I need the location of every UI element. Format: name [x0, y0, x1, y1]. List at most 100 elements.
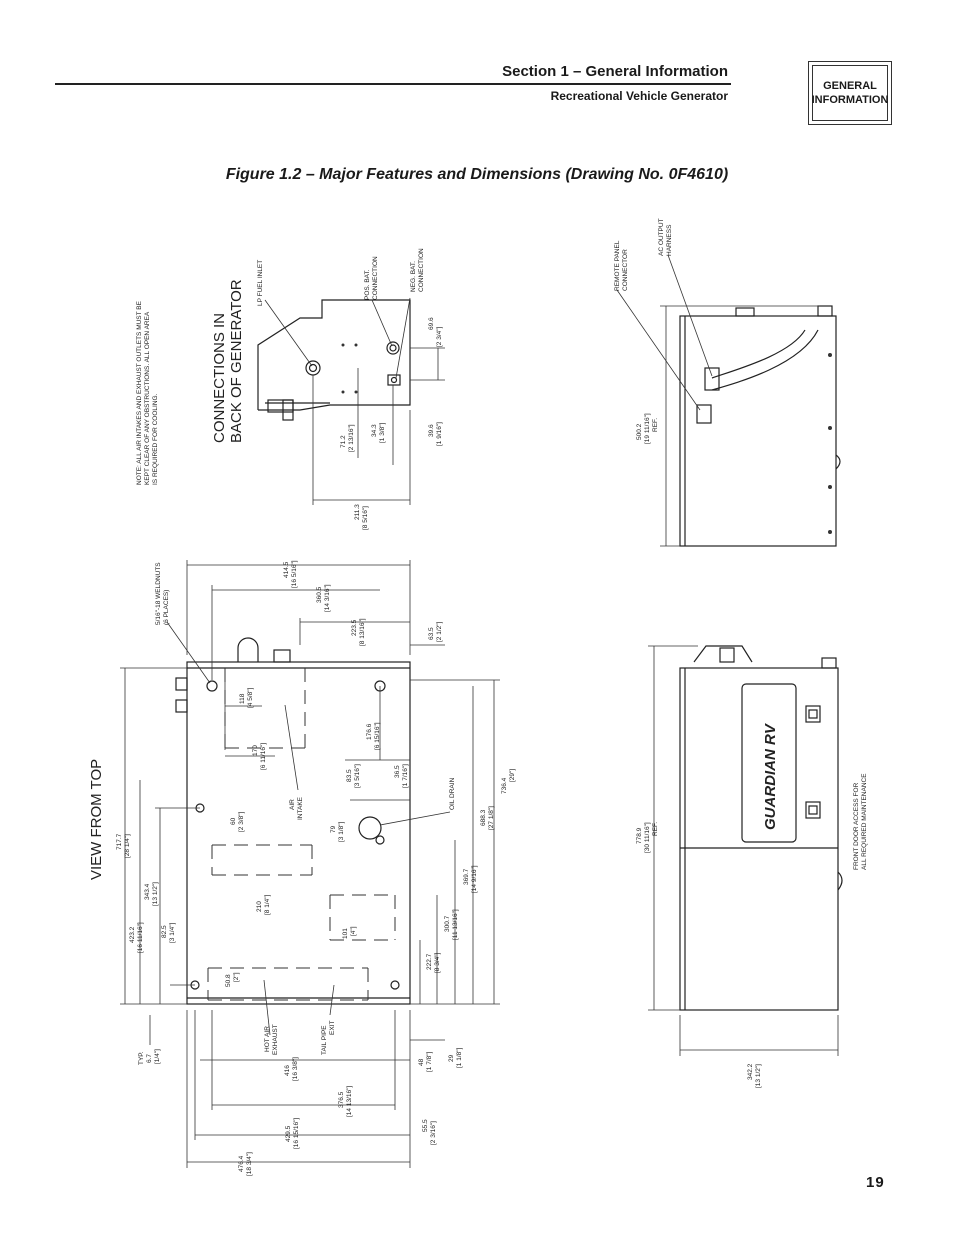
tail-pipe-label-2: EXIT — [329, 1021, 336, 1035]
remote-panel-connector — [696, 404, 712, 424]
dim-423-2: 423.2 — [129, 926, 136, 943]
dim-63-5: 63.5 — [428, 627, 435, 640]
top-view-title: VIEW FROM TOP — [88, 759, 105, 880]
dim-60: 60 — [230, 817, 237, 825]
front-view: GUARDIAN RV 778.9 [30 11/16"] REF. FRONT… — [636, 645, 868, 1088]
dim-342-2-in: [13 1/2"] — [755, 1064, 762, 1088]
remote-panel-leader — [616, 289, 701, 411]
dim-376-5: 376.5 — [338, 1091, 345, 1108]
tab-line-2: INFORMATION — [811, 94, 889, 106]
dim-369-7-in: [14 9/16"] — [471, 865, 478, 893]
dim-48: 48 — [418, 1058, 425, 1066]
dim-778-9: 778.9 — [636, 827, 643, 844]
dim-29: 29 — [448, 1054, 455, 1062]
figure-title: Figure 1.2 – Major Features and Dimensio… — [225, 166, 729, 183]
front-view-outline — [679, 667, 839, 1011]
dim-101-in: [4"] — [350, 926, 357, 936]
air-intake-label-1: AIR — [289, 799, 296, 810]
dim-736-4-in: [29"] — [509, 769, 516, 782]
hot-air-label-2: EXHAUST — [272, 1024, 279, 1055]
hot-air-label-1: HOT AIR — [264, 1026, 271, 1052]
dim-778-9-ref: REF. — [652, 822, 659, 836]
pos-bat-leader — [371, 299, 393, 347]
dim-476-4-in: [18 3/4"] — [246, 1152, 253, 1176]
dim-170-in: [6 11/16"] — [260, 743, 267, 770]
dim-500-2-ref: REF. — [652, 418, 659, 432]
section-subtitle: Recreational Vehicle Generator — [550, 89, 728, 103]
brand-logo: GUARDIAN RV — [762, 722, 779, 830]
dim-717-7: 717.7 — [116, 833, 123, 850]
side-view-outline — [679, 315, 837, 547]
lp-fuel-inlet-bore — [308, 363, 318, 373]
cooling-note-2: KEPT CLEAR OF ANY OBSTRUCTIONS. ALL OPEN… — [144, 311, 151, 485]
dim-414-5: 414.5 — [283, 561, 290, 578]
pos-bat-terminal — [386, 341, 400, 355]
dim-500-2: 500.2 — [636, 423, 643, 440]
dim-69-6: 69.6 — [428, 317, 435, 330]
dim-170: 170 — [252, 745, 259, 756]
dim-223-5: 223.5 — [351, 619, 358, 636]
dim-778-9-in: [30 11/16"] — [644, 822, 651, 853]
header-rule — [55, 83, 731, 85]
dim-360-5-in: [14 3/16"] — [324, 584, 331, 612]
door-latch-upper — [805, 705, 821, 723]
dim-82-5-in: [3 1/4"] — [169, 922, 176, 943]
air-intake-label-2: INTAKE — [297, 796, 304, 820]
dim-71-2-in: [2 13/16"] — [348, 424, 355, 452]
dim-36-5: 36.5 — [394, 765, 401, 778]
dim-476-4: 476.4 — [238, 1155, 245, 1172]
dim-176-6: 176.6 — [366, 723, 373, 740]
dim-36-5-in: [1 7/16"] — [402, 764, 409, 788]
back-view-title-1: CONNECTIONS IN — [211, 313, 228, 443]
dim-48-in: [1 7/8"] — [426, 1051, 433, 1072]
dim-376-5-in: [14 13/16"] — [346, 1086, 353, 1117]
lifting-eye — [237, 637, 259, 662]
tail-pipe-label-1: TAIL PIPE — [321, 1025, 328, 1055]
dim-55-5: 55.5 — [422, 1119, 429, 1132]
back-mount-tab — [282, 399, 294, 421]
center-opening — [211, 844, 313, 876]
dim-101: 101 — [342, 928, 349, 939]
hot-air-exhaust-opening — [207, 967, 369, 1001]
neg-bat-label-2: CONNECTION — [418, 248, 425, 292]
dim-176-6-in: [6 15/16"] — [374, 722, 381, 750]
dim-210-in: [8 1/4"] — [264, 894, 271, 915]
dim-300-7: 300.7 — [444, 915, 451, 932]
ac-output-harness — [711, 329, 806, 379]
lp-fuel-leader — [264, 299, 313, 367]
tab-line-1: GENERAL — [823, 80, 877, 92]
brand-panel — [741, 683, 797, 843]
weldnut-leader — [166, 621, 211, 684]
front-top-fitting — [693, 645, 753, 663]
dim-79: 79 — [330, 825, 337, 833]
dim-83-5: 83.5 — [346, 769, 353, 782]
dim-29-in: [1 1/8"] — [456, 1047, 463, 1068]
dim-211-3: 211.3 — [354, 504, 361, 520]
harness-connector — [704, 367, 720, 391]
section-title: Section 1 – General Information — [502, 63, 728, 80]
dim-360-5: 360.5 — [316, 586, 323, 603]
dim-343-4-in: [13 1/2"] — [152, 882, 159, 906]
oil-drain-label: OIL DRAIN — [449, 777, 456, 810]
page-number: 19 — [866, 1174, 885, 1191]
dim-416-in: [16 3/8"] — [292, 1057, 299, 1081]
lp-fuel-label: LP FUEL INLET — [257, 260, 264, 306]
dim-414-5-in: [16 5/16"] — [291, 560, 298, 588]
lp-fuel-inlet-fitting — [305, 360, 321, 376]
pos-bat-label-2: CONNECTION — [372, 256, 379, 300]
dim-39-6: 39.6 — [428, 424, 435, 437]
front-door-note-2: ALL REQUIRED MAINTENANCE — [861, 773, 868, 870]
dim-34-3-in: [1 3/8"] — [379, 422, 386, 443]
dim-717-7-in: [28 1/4"] — [124, 834, 131, 858]
dim-typ: TYP. — [138, 1051, 145, 1065]
dim-429-5: 429.5 — [285, 1125, 292, 1142]
back-view-title-2: BACK OF GENERATOR — [228, 279, 245, 443]
pos-bat-label-1: POS. BAT. — [364, 269, 371, 300]
dim-55-5-in: [2 3/16"] — [430, 1121, 437, 1145]
dim-222-7: 222.7 — [426, 953, 433, 970]
dim-429-5-in: [16 15/16"] — [293, 1118, 300, 1149]
dim-118: 118 — [239, 693, 246, 704]
top-view: VIEW FROM TOP 5/16"-18 WELDNUTS (6 PLACE… — [88, 560, 516, 1176]
dim-222-7-in: [8 3/4"] — [434, 952, 441, 973]
dim-83-5-in: [3 5/16"] — [354, 764, 361, 788]
